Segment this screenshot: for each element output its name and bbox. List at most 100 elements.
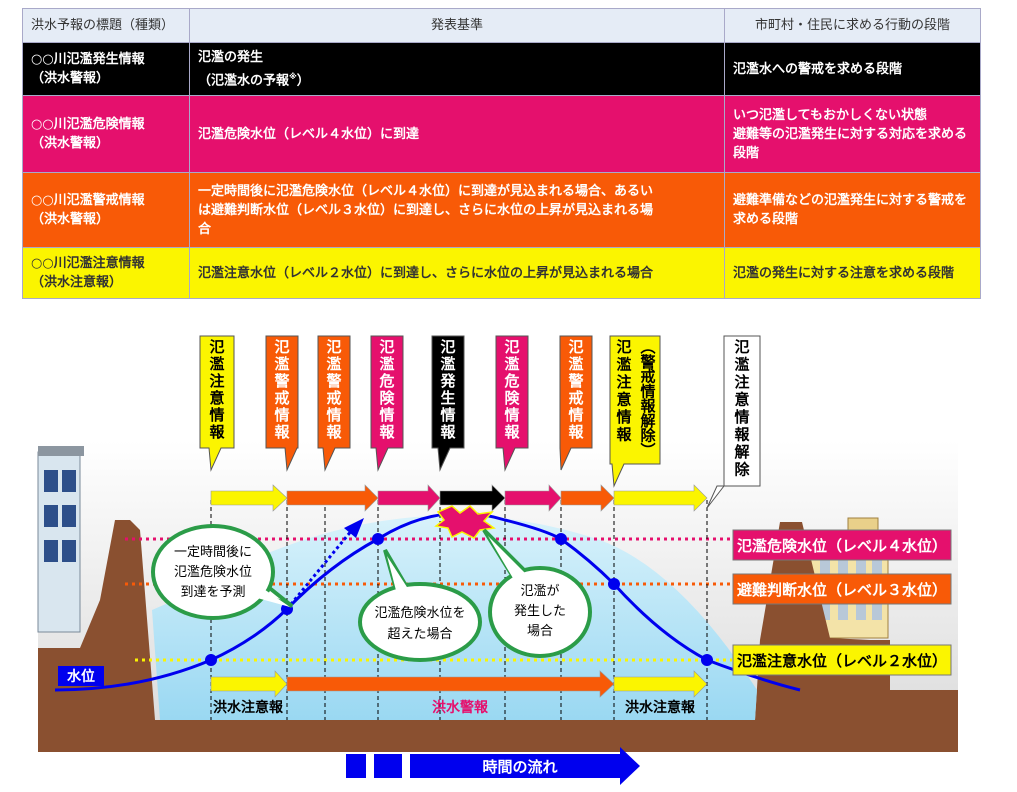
water-level-label-box: [58, 666, 104, 686]
bubble-flood-line: 発生した: [514, 604, 566, 619]
title-line: ○○川氾濫危険情報: [31, 117, 145, 132]
announcement-char: 警: [567, 372, 583, 390]
announcement-char: 濫: [568, 355, 583, 373]
announcement-char: 濫: [326, 355, 341, 373]
title-line: ○○川氾濫注意情報: [31, 256, 145, 271]
level2-label: 氾濫注意水位（レベル２水位）: [737, 652, 947, 670]
announcement-char: 濫: [274, 355, 289, 373]
criteria-line: 氾濫の発生: [198, 49, 264, 65]
announcement-char: 警: [273, 372, 289, 390]
announcement-char: 報: [568, 423, 584, 441]
announcement-char: 報: [379, 423, 395, 441]
bubble-predict-line: 氾濫危険水位: [174, 565, 252, 580]
announcement-char: 報: [209, 423, 225, 441]
title-line: （洪水警報）: [31, 71, 110, 86]
announcement-char: 濫: [440, 355, 455, 373]
announcement-char: 除: [734, 461, 750, 479]
announcement-box-shape: [609, 335, 661, 488]
announcement-char: 報: [734, 426, 750, 444]
announcement-char: 報: [640, 397, 656, 415]
announcement-box-shape: [265, 335, 299, 472]
announcement-char: 報: [616, 426, 632, 444]
announcement-char: 戒: [640, 368, 655, 386]
announcement-char: 除: [640, 427, 656, 445]
criteria-line: （氾濫水の予報: [198, 73, 290, 89]
announcement-char: 危: [379, 372, 394, 390]
announcement-char: 情: [209, 406, 224, 424]
announcement-char: 警: [325, 372, 341, 390]
title-line: （洪水警報）: [31, 212, 110, 227]
row-criteria: 氾濫注意水位（レベル２水位）に到達し、さらに水位の上昇が見込まれる場合: [189, 247, 725, 299]
row-action: いつ氾濫してもおかしくない状態避難等の氾濫発生に対する対応を求める段階: [724, 95, 981, 173]
warning-arrows-bottom: [210, 670, 708, 698]
level-labels: 氾濫危険水位（レベル４水位） 避難判断水位（レベル３水位） 氾濫注意水位（レベル…: [732, 529, 952, 676]
title-line: ○○川氾濫警戒情報: [31, 193, 145, 208]
table-row: ○○川氾濫発生情報（洪水警報） 氾濫の発生（氾濫水の予報※） 氾濫水への警戒を求…: [22, 42, 981, 96]
announcement-box-shape: [317, 335, 351, 472]
action-line: いつ氾濫してもおかしくない状態: [733, 107, 927, 123]
announcement-char: 報: [440, 423, 456, 441]
announcement-char: ︶: [639, 441, 655, 459]
announcement-char: 濫: [379, 355, 394, 373]
announcement-char: 意: [616, 391, 631, 409]
announcement-box: 氾濫注意情報: [199, 335, 235, 472]
action-line: 段階: [733, 145, 760, 161]
row-action: 氾濫水への警戒を求める段階: [724, 42, 981, 96]
table-header-row: 洪水予報の標題（種類） 発表基準 市町村・住民に求める行動の段階: [22, 8, 981, 43]
announcement-char: 濫: [209, 355, 224, 373]
time-flow-arrow: 時間の流れ: [346, 747, 640, 785]
announcement-char: 情: [616, 408, 631, 426]
announcement-char: ︵: [639, 338, 655, 356]
row-action: 氾濫の発生に対する注意を求める段階: [724, 247, 981, 299]
flood-burst-icon: [434, 505, 496, 539]
bubble-predict-line: 到達を予測: [180, 585, 245, 600]
criteria-line: 一定時間後に氾濫危険水位（レベル４水位）に到達が見込まれる場合、あるい: [198, 183, 654, 199]
bubble-flood: 氾濫が 発生した 場合: [482, 528, 592, 658]
announcement-char: 意: [734, 391, 749, 409]
criteria-table: 洪水予報の標題（種類） 発表基準 市町村・住民に求める行動の段階 ○○川氾濫発生…: [22, 8, 981, 299]
time-flow-label: 時間の流れ: [482, 758, 557, 776]
announcement-char: 報: [326, 423, 342, 441]
announcement-char: 生: [440, 389, 455, 407]
announcement-char: 危: [504, 372, 519, 390]
announcement-char: 解: [640, 412, 655, 430]
announcement-char: 報: [504, 423, 520, 441]
announcement-box: 氾濫警戒情報: [265, 335, 299, 472]
table-row: ○○川氾濫危険情報（洪水警報） 氾濫危険水位（レベル４水位）に到達 いつ氾濫して…: [22, 95, 981, 173]
row-criteria: 氾濫危険水位（レベル４水位）に到達: [189, 95, 725, 173]
announcement-char: 濫: [504, 355, 519, 373]
announcement-char: 濫: [616, 356, 631, 374]
bubble-flood-line: 場合: [527, 624, 553, 639]
bubble-exceed-line: 氾濫危険水位を: [374, 606, 465, 621]
announcement-box-shape: [199, 335, 235, 472]
announcement-char: 氾: [209, 338, 224, 356]
bubble-exceed-line: 超えた場合: [387, 627, 452, 642]
announcement-char: 報: [274, 423, 290, 441]
announcement-char: 氾: [379, 338, 394, 356]
table-row: ○○川氾濫警戒情報 （洪水警報） 一定時間後に氾濫危険水位（レベル４水位）に到達が…: [22, 172, 981, 248]
announcement-boxes: 氾濫注意情報氾濫警戒情報氾濫警戒情報氾濫危険情報氾濫発生情報氾濫危険情報氾濫警戒…: [199, 335, 761, 509]
announcement-char: 氾: [616, 338, 631, 356]
announcement-char: 情: [734, 408, 749, 426]
announcement-char: 氾: [568, 338, 583, 356]
action-line: 求める段階: [733, 212, 799, 227]
prediction-arrow: [285, 529, 354, 610]
row-title: ○○川氾濫注意情報（洪水注意報）: [22, 247, 190, 299]
announcement-box: 氾濫危険情報: [370, 335, 404, 472]
bubble-predict: 一定時間後に 氾濫危険水位 到達を予測: [151, 524, 294, 620]
announcement-char: 解: [734, 443, 749, 461]
announcement-char: 戒: [568, 389, 583, 407]
announcement-char: 警: [639, 353, 655, 371]
level4-label: 氾濫危険水位（レベル４水位）: [737, 537, 947, 555]
announcement-box-shape: [370, 335, 404, 472]
announcement-char: 戒: [274, 389, 289, 407]
advisory-right-label: 洪水注意報: [625, 699, 696, 716]
bubble-flood-line: 氾濫が: [520, 584, 559, 599]
criteria-line: ）: [296, 73, 310, 89]
bubble-predict-line: 一定時間後に: [174, 545, 252, 560]
bubble-exceed: 氾濫危険水位を 超えた場合: [358, 548, 482, 662]
announcement-box: 氾濫発生情報: [431, 335, 465, 472]
announcement-char: 情: [640, 382, 655, 400]
announcement-char: 戒: [326, 389, 341, 407]
